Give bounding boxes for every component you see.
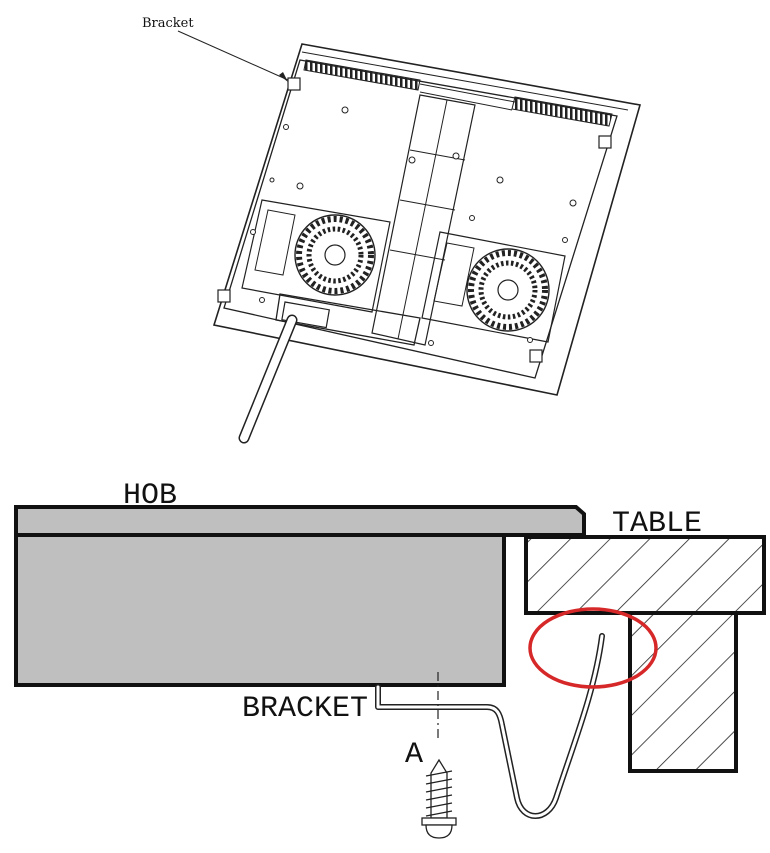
hob-body-section xyxy=(14,533,506,687)
terminal-box xyxy=(275,293,421,346)
hob-label: HOB xyxy=(123,479,177,513)
bracket-label: BRACKET xyxy=(242,692,368,726)
screw-icon xyxy=(421,758,457,839)
screw-ref-label: A xyxy=(405,738,423,772)
hob-glass-section xyxy=(14,505,586,537)
table-top-section xyxy=(524,535,766,615)
highlight-circle xyxy=(528,607,658,689)
vent-grille-left xyxy=(303,59,421,91)
bracket-leader-line xyxy=(177,30,289,81)
hob-underside-view xyxy=(177,30,642,444)
housing-holes xyxy=(250,106,577,346)
top-bracket-label: Bracket xyxy=(142,16,194,31)
table-label: TABLE xyxy=(612,507,702,541)
vent-grille-right xyxy=(511,96,613,127)
table-leg-section xyxy=(628,611,738,773)
mounting-brackets xyxy=(217,77,612,363)
cooling-fan-left xyxy=(294,214,376,296)
cooling-fan-right xyxy=(466,248,550,332)
cross-section xyxy=(14,505,766,839)
